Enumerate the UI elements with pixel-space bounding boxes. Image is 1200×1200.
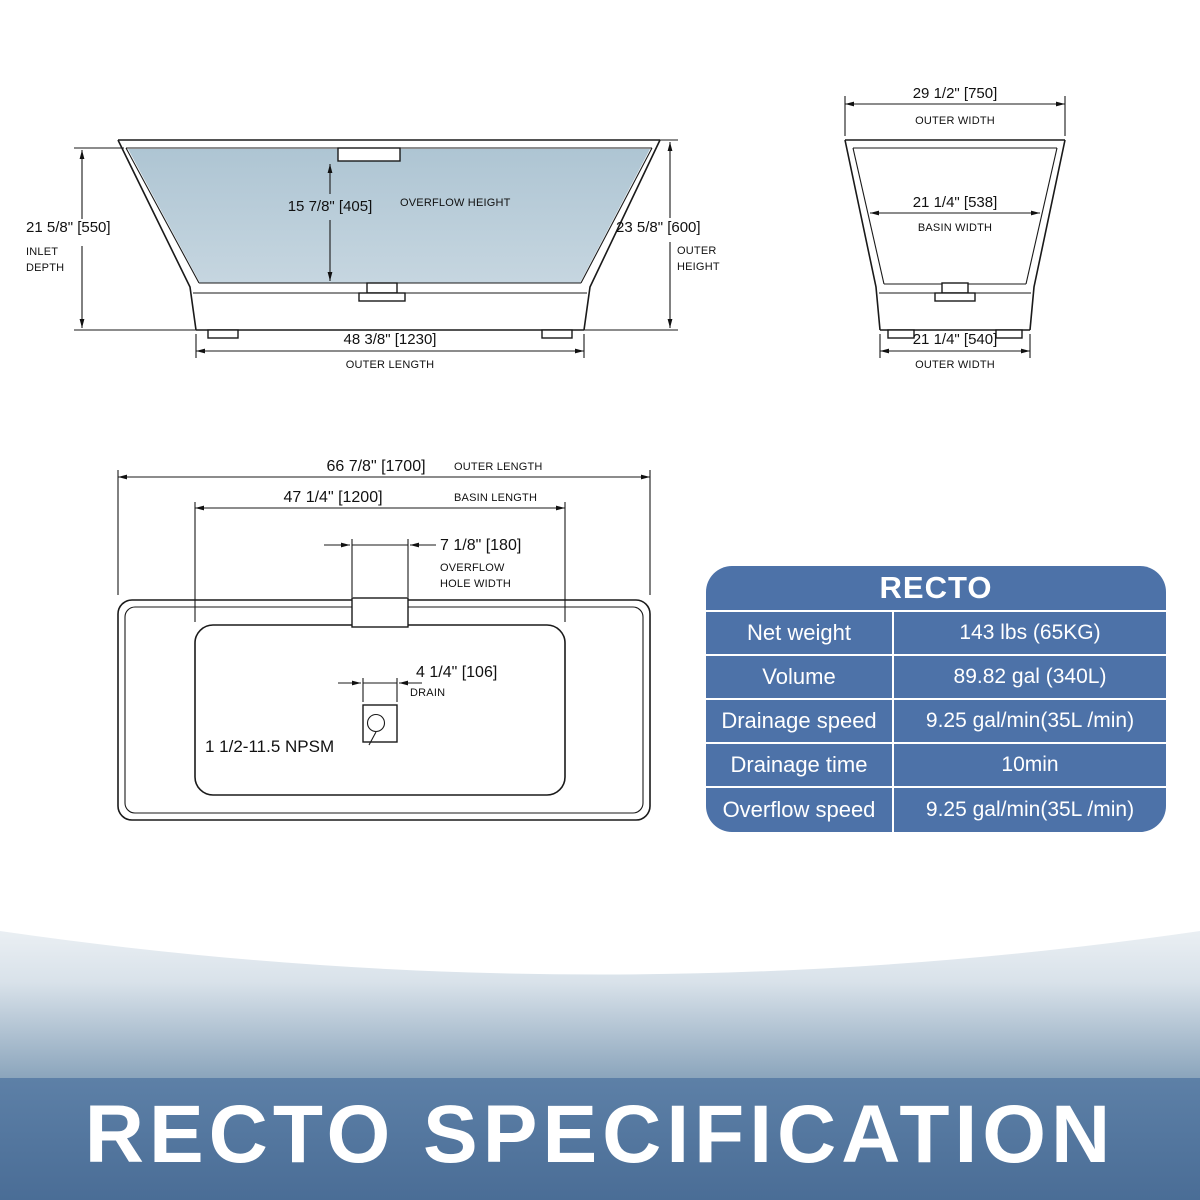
- outer-height-label-2: HEIGHT: [677, 261, 720, 273]
- outer-length-top-label: OUTER LENGTH: [454, 461, 543, 473]
- drain-hole: [366, 713, 386, 733]
- drain-label: DRAIN: [410, 687, 445, 699]
- overflow-hole-label-1: OVERFLOW: [440, 562, 505, 574]
- tub-foot: [207, 329, 239, 339]
- outer-width-top-value: 29 1/2" [750]: [913, 85, 998, 102]
- overflow-hole: [351, 597, 409, 628]
- basin-length-value: 47 1/4" [1200]: [283, 489, 382, 506]
- banner-title: RECTO SPECIFICATION: [84, 1089, 1116, 1180]
- banner: RECTO SPECIFICATION: [0, 1078, 1200, 1200]
- spec-label: Drainage time: [706, 744, 894, 786]
- overflow-hole-value: 7 1/8" [180]: [440, 537, 521, 554]
- tub-top-view-diagram: 66 7/8" [1700] OUTER LENGTH 47 1/4" [120…: [117, 458, 651, 821]
- spec-table: RECTO Net weight 143 lbs (65KG) Volume 8…: [706, 566, 1166, 832]
- spec-value: 9.25 gal/min(35L /min): [925, 709, 1135, 732]
- spec-label: Drainage speed: [706, 700, 894, 742]
- overflow-height-value: 15 7/8" [405]: [288, 198, 373, 215]
- thread-spec-text: 1 1/2-11.5 NPSM: [205, 737, 334, 756]
- inlet-depth-label-2: DEPTH: [26, 262, 64, 274]
- spec-row-drainage-speed: Drainage speed 9.25 gal/min(35L /min): [706, 700, 1166, 744]
- spec-row-overflow-speed: Overflow speed 9.25 gal/min(35L /min): [706, 788, 1166, 832]
- tub-foot: [995, 329, 1023, 339]
- basin-width-label: BASIN WIDTH: [918, 222, 992, 234]
- spec-value: 9.25 gal/min(35L /min): [925, 798, 1135, 821]
- spec-table-title: RECTO: [706, 566, 1166, 612]
- drain-box: [362, 704, 398, 743]
- tub-foot: [541, 329, 573, 339]
- drain-fitting: [941, 282, 969, 294]
- spec-label: Volume: [706, 656, 894, 698]
- outer-width-bottom-value: 21 1/4" [540]: [913, 331, 998, 348]
- outer-height-value: 23 5/8" [600]: [616, 219, 701, 236]
- tub-foot: [887, 329, 915, 339]
- overflow-slot: [337, 147, 401, 162]
- dim-outer-length-top: 66 7/8" [1700] OUTER LENGTH: [117, 458, 651, 595]
- inlet-depth-label-1: INLET: [26, 246, 58, 258]
- dim-basin-width: 21 1/4" [538] BASIN WIDTH: [870, 194, 1040, 234]
- drain-value: 4 1/4" [106]: [416, 664, 497, 681]
- dim-inlet-depth: 21 5/8" [550] INLET DEPTH: [26, 147, 196, 331]
- basin-width-value: 21 1/4" [538]: [913, 194, 998, 211]
- dim-outer-width-bottom: 21 1/4" [540] OUTER WIDTH: [879, 331, 1031, 371]
- basin-length-label: BASIN LENGTH: [454, 492, 537, 504]
- spec-row-volume: Volume 89.82 gal (340L): [706, 656, 1166, 700]
- drain-fitting-base: [358, 292, 406, 302]
- inlet-depth-value: 21 5/8" [550]: [26, 219, 111, 236]
- tub-side-view-diagram: 21 5/8" [550] INLET DEPTH 15 7/8" [405] …: [26, 139, 720, 371]
- water-fill: [128, 149, 650, 283]
- spec-row-net-weight: Net weight 143 lbs (65KG): [706, 612, 1166, 656]
- dim-basin-length: 47 1/4" [1200] BASIN LENGTH: [194, 489, 566, 622]
- dim-outer-length-side: 48 3/8" [1230] OUTER LENGTH: [195, 331, 585, 371]
- overflow-hole-label-2: HOLE WIDTH: [440, 578, 511, 590]
- drain-fitting: [366, 282, 398, 294]
- spec-label: Overflow speed: [706, 788, 894, 832]
- outer-width-bottom-label: OUTER WIDTH: [915, 359, 995, 371]
- drain-fitting-base: [934, 292, 976, 302]
- spec-row-drainage-time: Drainage time 10min: [706, 744, 1166, 788]
- tub-side-outline: [117, 139, 661, 339]
- outer-length-top-value: 66 7/8" [1700]: [326, 458, 425, 475]
- spec-value: 143 lbs (65KG): [959, 621, 1101, 644]
- dim-outer-width-top: 29 1/2" [750] OUTER WIDTH: [844, 85, 1066, 136]
- curve-mask: [0, 903, 1200, 975]
- outer-width-top-label: OUTER WIDTH: [915, 115, 995, 127]
- spec-value: 89.82 gal (340L): [953, 665, 1107, 688]
- tub-top-outline: [117, 597, 651, 821]
- tub-end-view-diagram: 29 1/2" [750] OUTER WIDTH 21 1/4" [538] …: [844, 85, 1066, 371]
- outer-length-side-label: OUTER LENGTH: [346, 359, 435, 371]
- tub-end-outline: [844, 139, 1066, 339]
- spec-label: Net weight: [706, 612, 894, 654]
- thread-spec-callout: 1 1/2-11.5 NPSM: [205, 731, 377, 756]
- outer-height-label-1: OUTER: [677, 245, 717, 257]
- bottom-gradient-curve: [0, 903, 1200, 1078]
- dim-drain: 4 1/4" [106] DRAIN: [338, 664, 497, 702]
- overflow-height-label: OVERFLOW HEIGHT: [400, 197, 511, 209]
- dim-overflow-hole-width: 7 1/8" [180] OVERFLOW HOLE WIDTH: [324, 537, 521, 597]
- dim-overflow-height: 15 7/8" [405] OVERFLOW HEIGHT: [288, 164, 511, 281]
- spec-value: 10min: [1001, 753, 1059, 776]
- outer-length-side-value: 48 3/8" [1230]: [344, 331, 437, 348]
- dim-outer-height: 23 5/8" [600] OUTER HEIGHT: [584, 139, 720, 331]
